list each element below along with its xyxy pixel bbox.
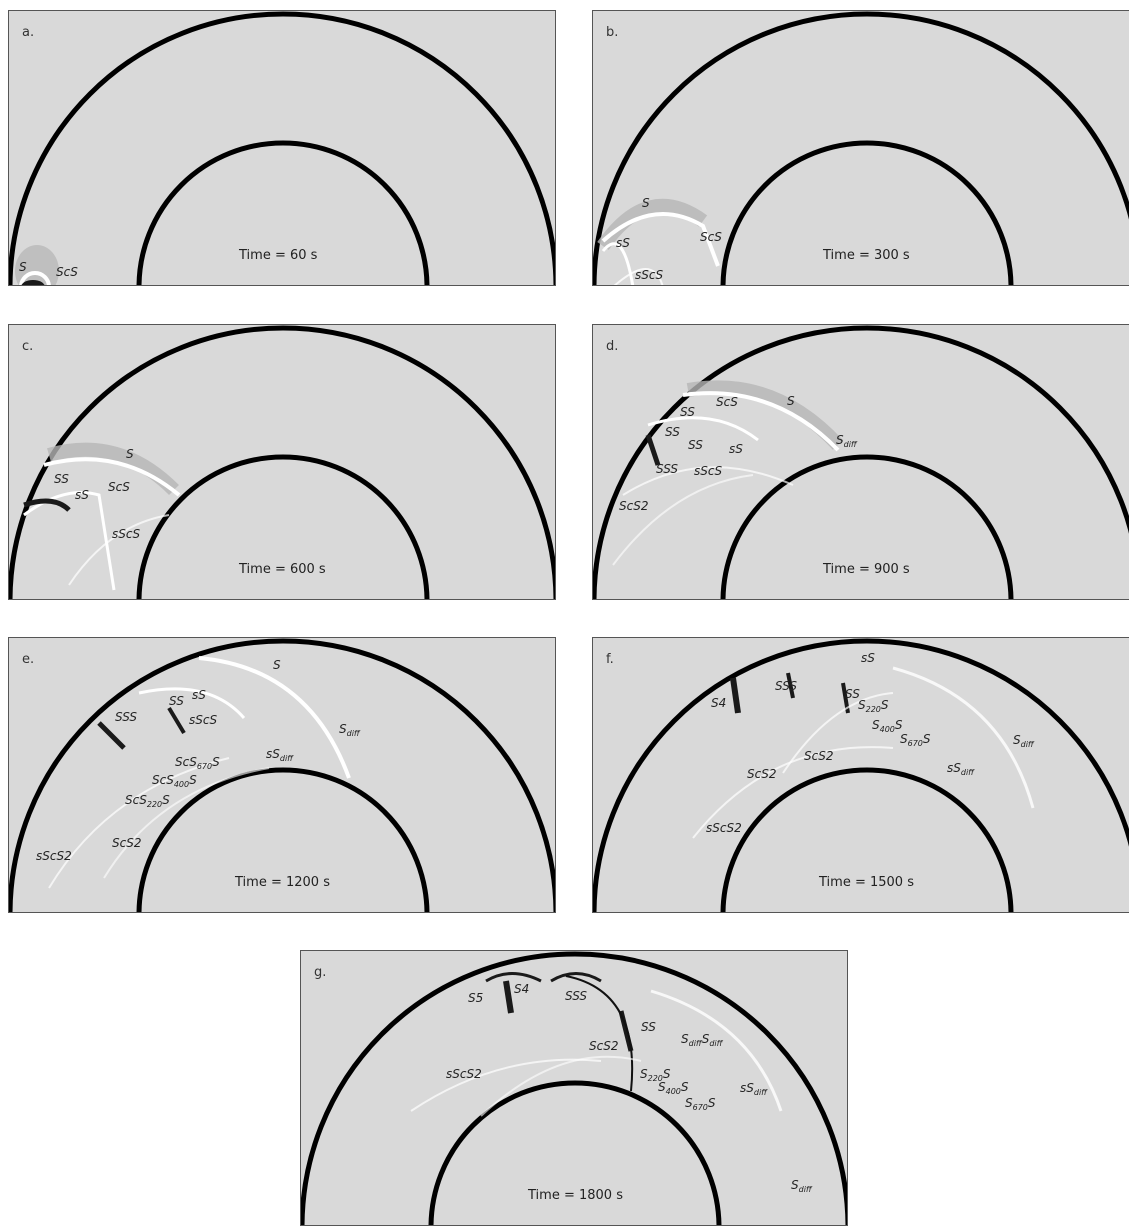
- time-label: Time = 60 s: [238, 248, 318, 263]
- phase-label: ScS2: [619, 499, 648, 513]
- phase-label: sScS2: [36, 849, 72, 863]
- phase-label: sS: [75, 488, 89, 502]
- phase-label: S220S: [640, 1067, 671, 1083]
- phase-label: ScS2: [589, 1039, 618, 1053]
- phase-label: SSS: [656, 462, 678, 476]
- core-mantle-boundary: [139, 457, 427, 600]
- phase-label: Sdiff: [339, 722, 361, 738]
- phase-label: ScS2: [747, 767, 776, 781]
- phase-label: S400S: [658, 1080, 689, 1096]
- time-label: Time = 1800 s: [527, 1188, 623, 1203]
- core-mantle-boundary: [723, 143, 1011, 286]
- phase-label: ScS: [700, 230, 722, 244]
- time-label: Time = 1500 s: [818, 875, 914, 890]
- phase-label: SSS: [775, 679, 797, 693]
- earth-surface-boundary: [594, 641, 1129, 913]
- earth-surface-boundary: [594, 14, 1129, 286]
- phase-label: SS: [688, 438, 703, 452]
- wavefield-diagram: Time = 300 s S sS ScS sScS: [593, 11, 1129, 286]
- phase-label: sS: [729, 442, 743, 456]
- phase-label: sScS: [189, 713, 217, 727]
- core-mantle-boundary: [431, 1083, 719, 1226]
- phase-label: SS: [169, 694, 184, 708]
- phase-label: Sdiff: [1013, 733, 1035, 749]
- phase-label: S: [642, 196, 650, 210]
- phase-label: ScS2: [804, 749, 833, 763]
- phase-label: SS: [680, 405, 695, 419]
- wavefield-diagram: Time = 600 s S SS sS ScS sScS: [9, 325, 556, 600]
- phase-label: ScS220S: [125, 793, 170, 809]
- phase-label: sSdiff: [947, 761, 975, 777]
- phase-label: ScS: [716, 395, 738, 409]
- core-mantle-boundary: [139, 770, 427, 913]
- phase-label: SS: [54, 472, 69, 486]
- phase-label: S670S: [685, 1096, 716, 1112]
- wavefronts: [613, 387, 838, 565]
- phase-label: sScS: [694, 464, 722, 478]
- phase-label: ScS: [56, 265, 78, 279]
- wavefronts: [24, 450, 179, 590]
- phase-label: S4: [711, 696, 726, 710]
- phase-label: S: [273, 658, 281, 672]
- panel-d: d. Time = 900 s ScS S SS SS Sdiff SS sS …: [592, 324, 1129, 600]
- phase-label: ScS: [108, 480, 130, 494]
- core-mantle-boundary: [723, 457, 1011, 600]
- phase-label: Sdiff: [791, 1178, 813, 1194]
- phase-label: SSS: [565, 989, 587, 1003]
- time-label: Time = 1200 s: [234, 875, 330, 890]
- earth-surface-boundary: [10, 14, 556, 286]
- phase-label: ScS2: [112, 836, 141, 850]
- phase-label: S670S: [900, 732, 931, 748]
- phase-label: sScS2: [706, 821, 742, 835]
- phase-label: S5: [468, 991, 483, 1005]
- time-label: Time = 300 s: [822, 248, 910, 263]
- phase-label: sSdiff: [740, 1081, 768, 1097]
- panel-g: g. Time = 1800 s S5 S4 SSS SS SdiffSdiff…: [300, 950, 848, 1226]
- phase-label: SSS: [115, 710, 137, 724]
- phase-label: S220S: [858, 698, 889, 714]
- panel-f: f. Time = 1500 s sS S4 SSS SS S220S S400…: [592, 637, 1129, 913]
- phase-label: S: [19, 260, 27, 274]
- core-mantle-boundary: [723, 770, 1011, 913]
- earth-surface-boundary: [10, 328, 556, 600]
- panel-e: e. Time = 1200 s S sS SSS SS sScS Sdiff …: [8, 637, 556, 913]
- phase-label: sS: [616, 236, 630, 250]
- wavefield-diagram: Time = 60 s S ScS: [9, 11, 556, 286]
- phase-label: sScS: [112, 527, 140, 541]
- phase-label: sSdiff: [266, 747, 294, 763]
- panel-a: a. Time = 60 s S ScS: [8, 10, 556, 286]
- wavefield-diagram: Time = 1200 s S sS SSS SS sScS Sdiff ScS…: [9, 638, 556, 913]
- phase-label: SS: [665, 425, 680, 439]
- panel-b: b. Time = 300 s S sS ScS sScS: [592, 10, 1129, 286]
- phase-label: sS: [861, 651, 875, 665]
- phase-label: sScS2: [446, 1067, 482, 1081]
- panel-c: c. Time = 600 s S SS sS ScS sScS: [8, 324, 556, 600]
- wavefronts: [693, 668, 1033, 838]
- phase-label: SS: [641, 1020, 656, 1034]
- phase-label: sS: [192, 688, 206, 702]
- phase-label: S4: [514, 982, 529, 996]
- wavefield-diagram: Time = 1500 s sS S4 SSS SS S220S S400S S…: [593, 638, 1129, 913]
- time-label: Time = 600 s: [238, 562, 326, 577]
- phase-label: ScS670S: [175, 755, 220, 771]
- earth-surface-boundary: [10, 641, 556, 913]
- time-label: Time = 900 s: [822, 562, 910, 577]
- phase-label: Sdiff: [836, 433, 858, 449]
- phase-label: S: [787, 394, 795, 408]
- phase-label: S: [126, 447, 134, 461]
- wavefield-diagram: Time = 900 s ScS S SS SS Sdiff SS sS SSS…: [593, 325, 1129, 600]
- phase-label: SdiffSdiff: [681, 1032, 724, 1048]
- phase-label: S400S: [872, 718, 903, 734]
- phase-label: sScS: [635, 268, 663, 282]
- phase-label: ScS400S: [152, 773, 197, 789]
- wavefield-diagram: Time = 1800 s S5 S4 SSS SS SdiffSdiff Sc…: [301, 951, 848, 1226]
- core-mantle-boundary: [139, 143, 427, 286]
